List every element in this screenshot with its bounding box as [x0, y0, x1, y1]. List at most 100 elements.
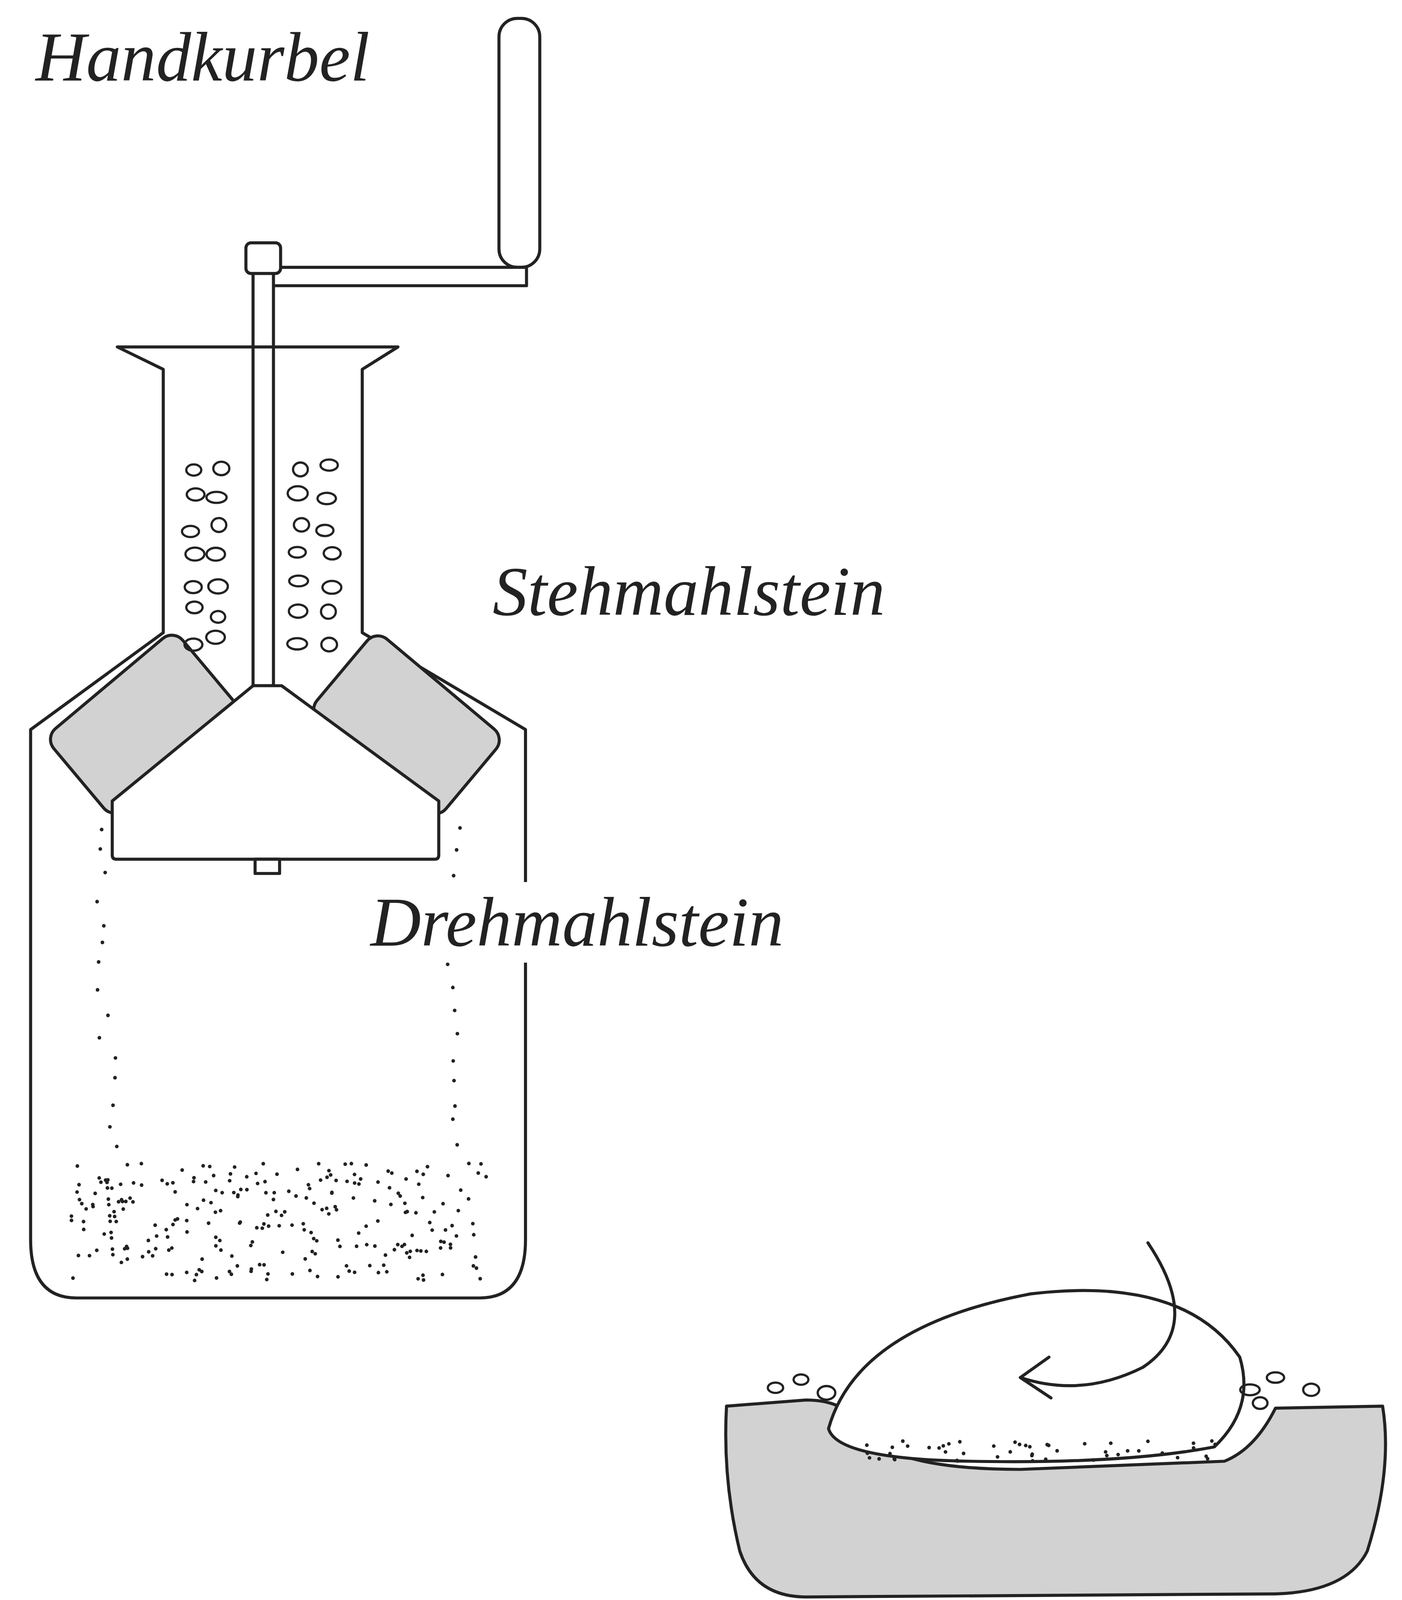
flour-dot	[146, 1249, 151, 1254]
flour-dot	[302, 1227, 307, 1232]
flour-dot	[383, 1252, 388, 1257]
flour-dot	[1023, 1443, 1028, 1447]
flour-dot	[220, 1190, 225, 1195]
flour-dot	[254, 1225, 259, 1230]
flour-dot	[352, 1270, 357, 1274]
flour-dot	[476, 1170, 481, 1175]
flour-dot	[231, 1190, 236, 1195]
flour-dot	[451, 1058, 456, 1063]
flour-dot	[961, 1451, 966, 1455]
flour-dot	[356, 1230, 361, 1235]
flour-dot	[1008, 1449, 1013, 1454]
flour-dot	[272, 1190, 277, 1195]
flour-dot	[376, 1270, 381, 1275]
flour-dot	[194, 1272, 199, 1277]
flour-dot	[450, 1223, 455, 1228]
flour-dot	[451, 1117, 455, 1121]
flour-dot	[109, 1230, 114, 1235]
flour-dot	[453, 1103, 458, 1108]
flour-dot	[456, 1208, 461, 1213]
flour-dot	[367, 1263, 372, 1268]
flour-dot	[407, 1255, 412, 1260]
flour-dot	[167, 1248, 171, 1252]
flour-dot	[958, 1439, 962, 1444]
flour-dot	[308, 1268, 313, 1273]
grain	[213, 461, 230, 476]
flour-dot	[1013, 1440, 1018, 1444]
arrow-head	[1020, 1356, 1051, 1398]
grain	[320, 459, 338, 471]
rotating-stone	[112, 685, 439, 859]
flour-dot	[239, 1187, 243, 1192]
flour-dot	[109, 1235, 114, 1240]
flour-dot	[219, 1248, 223, 1252]
flour-dot	[124, 1244, 129, 1249]
flour-dot	[364, 1162, 368, 1167]
flour-dot	[458, 1187, 463, 1192]
flour-dot	[165, 1181, 170, 1186]
flour-dot	[408, 1248, 413, 1253]
flour-dot	[415, 1248, 419, 1252]
grain	[287, 486, 308, 501]
flour-dot	[99, 1179, 104, 1184]
flour-dot	[69, 1213, 74, 1218]
grain	[288, 546, 306, 558]
flour-dot	[1191, 1441, 1196, 1445]
flour-dot	[114, 1144, 119, 1149]
flour-dot	[1030, 1452, 1035, 1456]
grain	[208, 579, 228, 594]
flour-dot	[146, 1238, 151, 1243]
grain	[184, 638, 203, 651]
flour-dot	[214, 1234, 218, 1239]
flour-dot	[349, 1161, 354, 1166]
grain	[185, 547, 205, 561]
flour-dot	[125, 1257, 130, 1261]
flour-dot	[1209, 1438, 1214, 1443]
flour-dot	[484, 1174, 488, 1179]
flour-dot	[245, 1174, 249, 1179]
flour-dot	[1055, 1448, 1060, 1453]
flour-dot	[119, 1260, 124, 1265]
flour-dot	[336, 1237, 341, 1242]
flour-dot	[105, 1185, 110, 1190]
grain	[186, 601, 203, 614]
flour-dot	[474, 1265, 479, 1270]
flour-dot	[287, 1189, 291, 1193]
grain	[1252, 1396, 1268, 1409]
flour-dot	[303, 1256, 308, 1261]
flour-dot	[200, 1269, 204, 1274]
grain	[287, 638, 308, 650]
flour-dot	[214, 1275, 219, 1280]
flour-dot	[345, 1179, 349, 1183]
flour-dot	[352, 1180, 357, 1185]
flour-dot	[108, 1219, 113, 1224]
flour-dot	[264, 1277, 269, 1282]
flour-dot	[351, 1195, 356, 1200]
flour-dot	[93, 1191, 98, 1196]
flour-dot	[139, 1161, 144, 1166]
flour-dot	[110, 1186, 115, 1191]
flour-dot	[106, 1196, 111, 1201]
flour-dot	[329, 1190, 334, 1195]
flour-dot	[111, 1252, 115, 1257]
flour-dot	[295, 1167, 300, 1171]
flour-dot	[140, 1254, 145, 1259]
flour-dot	[424, 1249, 429, 1254]
flour-dot	[430, 1227, 435, 1232]
flour-dot	[102, 923, 106, 928]
flour-dot	[301, 1221, 306, 1226]
grain	[184, 580, 202, 593]
flour-dot	[173, 1217, 178, 1222]
flour-dot	[170, 1245, 174, 1250]
flour-dot	[354, 1243, 359, 1248]
flour-dot	[77, 1197, 82, 1202]
flour-dot	[116, 1199, 121, 1204]
flour-dot	[113, 1075, 118, 1080]
rotation-arrow	[1020, 1242, 1175, 1386]
flour-dot	[318, 1177, 323, 1182]
flour-dot	[75, 1163, 80, 1168]
flour-dot	[282, 1209, 287, 1214]
flour-dot	[315, 1274, 320, 1279]
flour-dot	[213, 1209, 218, 1214]
flour-dot	[877, 1456, 881, 1461]
